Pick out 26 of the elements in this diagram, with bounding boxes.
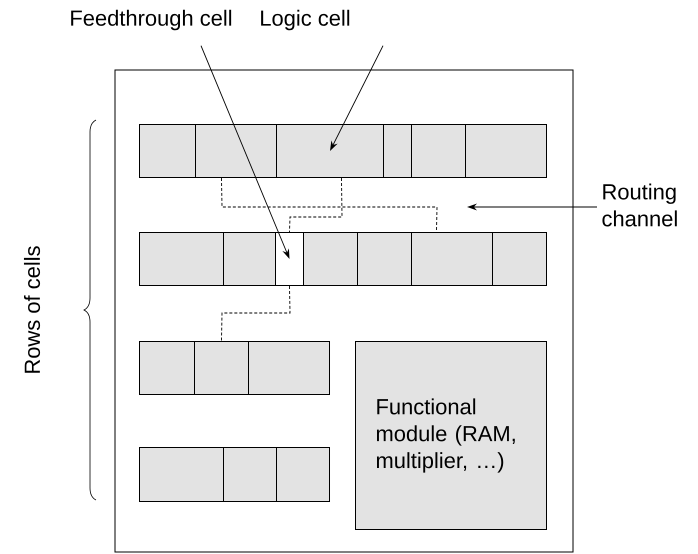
- cell-box: [139, 232, 224, 286]
- brace-label: Rows of cells: [24, 246, 40, 373]
- cell-box: [139, 124, 196, 178]
- cell-box: [275, 232, 304, 286]
- wire: [221, 286, 290, 342]
- cell-box: [411, 232, 493, 286]
- cell-box: [465, 124, 547, 178]
- wire: [289, 178, 342, 232]
- cell-box: [492, 232, 547, 286]
- cell-box: [223, 232, 276, 286]
- callout-label: Feedthrough cell: [71, 10, 232, 30]
- cell-box: [303, 232, 358, 286]
- callout-label: Routing channel: [602, 184, 677, 226]
- cell-box: [248, 341, 330, 395]
- cell-box: [357, 232, 412, 286]
- callout-label: Logic cell: [261, 10, 350, 30]
- cell-box: [276, 447, 330, 502]
- wire: [221, 178, 438, 232]
- cell-box: [411, 124, 466, 178]
- cell-box: [223, 447, 277, 502]
- module-box: Functional module (RAM, multiplier, …): [355, 341, 547, 530]
- cell-box: [383, 124, 412, 178]
- cell-box: [194, 341, 249, 395]
- cell-box: [195, 124, 277, 178]
- cell-box: [139, 447, 224, 502]
- cell-box: [139, 341, 195, 395]
